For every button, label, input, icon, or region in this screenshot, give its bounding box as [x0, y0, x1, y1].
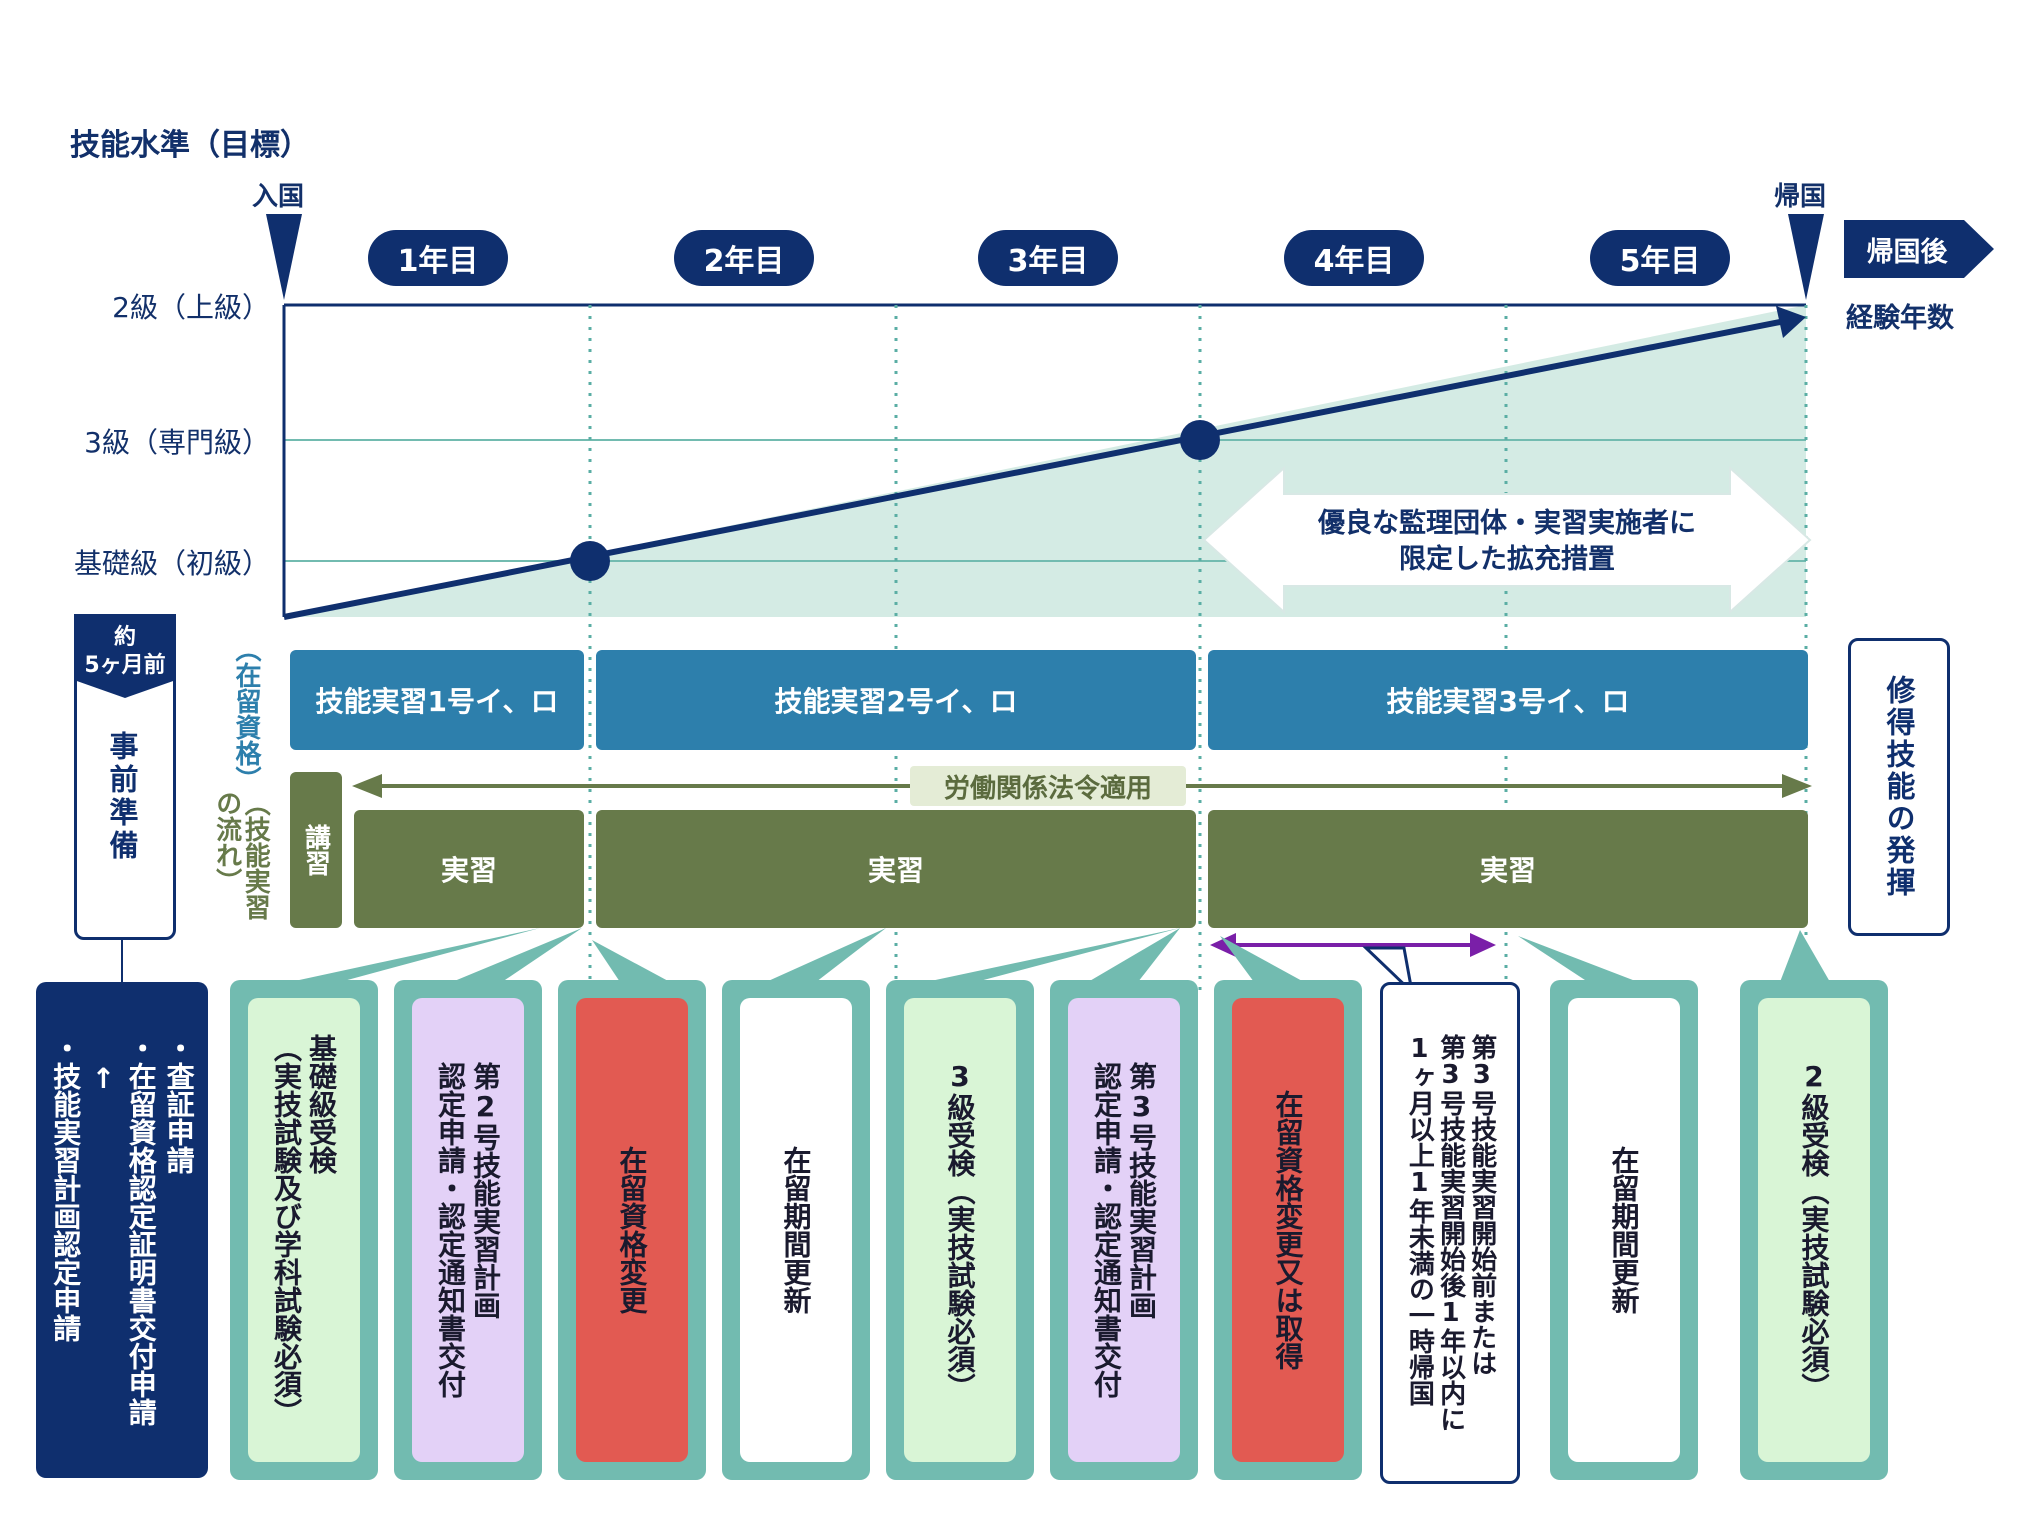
practice-bar-1: 実習	[354, 810, 584, 928]
year-pill-4: 4年目	[1284, 230, 1424, 286]
milestone-3	[1180, 420, 1220, 460]
experience-years-label: 経験年数	[1846, 303, 1954, 334]
flow-row-label: （技能実習の流れ）	[211, 790, 271, 920]
temp-return-pointer	[1362, 946, 1415, 997]
milestone-basic	[570, 541, 610, 581]
card-text: 在留資格変更又は取得	[1271, 1090, 1305, 1370]
year-pill-1: 1年目	[368, 230, 508, 286]
entry-label: 入国	[252, 182, 305, 212]
temp-return-note: 第3号技能実習開始前または 第3号技能実習開始後1年以内に 1ヶ月以上1年未満の…	[1380, 982, 1520, 1484]
status-bar-3: 技能実習3号イ、ロ	[1208, 650, 1808, 750]
skill-utilization-box: 修得技能の発揮	[1848, 638, 1950, 936]
card-plan-2: 第2号技能実習計画 認定申請・認定通知書交付	[394, 980, 542, 1480]
card-exam-3: 3級受検（実技試験必須）	[886, 980, 1034, 1480]
card-inner: 2級受検（実技試験必須）	[1758, 998, 1870, 1462]
level-label-3: 3級（専門級）	[84, 426, 270, 459]
card-inner: 在留資格変更	[576, 998, 688, 1462]
temp-return-text: 第3号技能実習開始前または 第3号技能実習開始後1年以内に 1ヶ月以上1年未満の…	[1404, 1034, 1497, 1432]
expansion-double-arrow	[1202, 465, 1812, 615]
practice-bar-2: 実習	[596, 810, 1196, 928]
entry-marker	[266, 214, 302, 300]
status-row-label: （在留資格）	[231, 636, 261, 792]
labor-law-arrow-left	[352, 774, 382, 798]
year-pill-5: 5年目	[1590, 230, 1730, 286]
card-inner: 在留資格変更又は取得	[1232, 998, 1344, 1462]
card-text: 在留資格変更	[615, 1146, 649, 1314]
card-inner: 第2号技能実習計画 認定申請・認定通知書交付	[412, 998, 524, 1462]
status-bar-2: 技能実習2号イ、ロ	[596, 650, 1196, 750]
skill-utilization-label: 修得技能の発揮	[1882, 675, 1916, 899]
return-marker	[1788, 214, 1824, 300]
prep-timing: 約 5ヶ月前	[84, 625, 166, 678]
expansion-note: 優良な監理団体・実習実施者に 限定した拡充措置	[1318, 508, 1696, 576]
chart-title: 技能水準（目標）	[70, 128, 310, 163]
card-renewal-1: 在留期間更新	[722, 980, 870, 1480]
labor-law-arrow-right	[1782, 774, 1812, 798]
year-dividers	[588, 305, 1808, 990]
card-inner: 基礎級受検 （実技試験及び学科試験必須）	[248, 998, 360, 1462]
card-inner: 在留期間更新	[1568, 998, 1680, 1462]
skill-growth-line	[283, 319, 1781, 620]
card-inner: 3級受検（実技試験必須）	[904, 998, 1016, 1462]
card-text: 在留期間更新	[779, 1146, 813, 1314]
prep-timing-tab: 約 5ヶ月前	[74, 614, 176, 704]
after-return-label: 帰国後	[1866, 236, 1948, 268]
level-label-basic: 基礎級（初級）	[73, 547, 270, 580]
lecture-bar: 講習	[290, 772, 342, 928]
year-pill-3: 3年目	[978, 230, 1118, 286]
card-inner: 第3号技能実習計画 認定申請・認定通知書交付	[1068, 998, 1180, 1462]
year-pill-2: 2年目	[674, 230, 814, 286]
after-return-badge: 帰国後	[1844, 220, 1994, 278]
labor-law-label: 労働関係法令適用	[910, 766, 1186, 806]
temp-return-arrow-left	[1210, 933, 1236, 957]
practice-bar-3: 実習	[1208, 810, 1808, 928]
card-exam-2: 2級受検（実技試験必須）	[1740, 980, 1888, 1480]
card-text: 3級受検（実技試験必須）	[943, 1059, 977, 1401]
card-text: 第3号技能実習計画 認定申請・認定通知書交付	[1090, 1062, 1158, 1398]
prep-box: 約 5ヶ月前 事前準備	[74, 614, 176, 940]
level-label-2: 2級（上級）	[112, 291, 270, 324]
card-status-change: 在留資格変更	[558, 980, 706, 1480]
return-label: 帰国	[1774, 182, 1827, 212]
card-text: 在留期間更新	[1607, 1146, 1641, 1314]
prep-detail-text: ・査証申請 ・在留資格認定証明書交付申請 ↑ ・技能実習計画認定申請	[49, 1034, 196, 1426]
status-bar-1: 技能実習1号イ、ロ	[290, 650, 584, 750]
card-plan-3: 第3号技能実習計画 認定申請・認定通知書交付	[1050, 980, 1198, 1480]
card-basic-exam: 基礎級受検 （実技試験及び学科試験必須）	[230, 980, 378, 1480]
card-renewal-2: 在留期間更新	[1550, 980, 1698, 1480]
prep-label: 事前準備	[105, 731, 139, 863]
prep-detail-box: ・査証申請 ・在留資格認定証明書交付申請 ↑ ・技能実習計画認定申請	[36, 982, 208, 1478]
temp-return-arrow-right	[1470, 933, 1496, 957]
card-pointers	[290, 928, 1830, 982]
card-status-change-or-acquire: 在留資格変更又は取得	[1214, 980, 1362, 1480]
card-text: 基礎級受検 （実技試験及び学科試験必須）	[270, 1034, 338, 1426]
card-text: 第2号技能実習計画 認定申請・認定通知書交付	[434, 1062, 502, 1398]
card-text: 2級受検（実技試験必須）	[1797, 1059, 1831, 1401]
growth-arrowhead	[1776, 306, 1806, 338]
card-inner: 在留期間更新	[740, 998, 852, 1462]
